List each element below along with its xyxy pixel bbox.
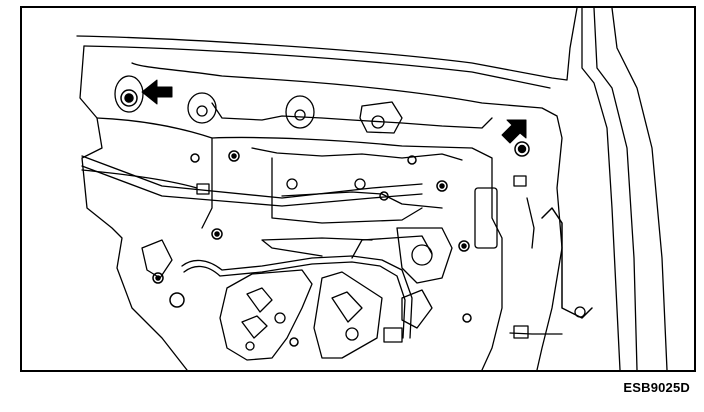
callout-arrows xyxy=(141,79,527,144)
bolt-upper-right xyxy=(514,141,530,157)
door-frame-outline xyxy=(76,8,668,370)
service-hole-1 xyxy=(114,75,144,113)
bolts xyxy=(120,89,530,347)
service-holes xyxy=(114,75,403,134)
wiring-harness xyxy=(181,207,593,343)
arrow-down-left-icon xyxy=(501,119,527,144)
door-inner-panel-drawing xyxy=(76,8,668,370)
service-hole-4 xyxy=(359,101,403,134)
regulator-plate xyxy=(219,269,383,361)
illustration-frame xyxy=(20,6,696,372)
arrow-left-icon xyxy=(141,79,173,105)
door-harness-grommet xyxy=(574,306,586,318)
inner-panel-outline xyxy=(79,45,563,370)
service-hole-2 xyxy=(187,92,217,124)
connector xyxy=(383,327,403,343)
bolt-upper-left xyxy=(120,89,138,107)
side-brackets xyxy=(141,175,563,339)
service-hole-3 xyxy=(285,95,315,129)
figure-code: ESB9025D xyxy=(623,380,690,395)
window-regulator-rods xyxy=(81,147,463,224)
